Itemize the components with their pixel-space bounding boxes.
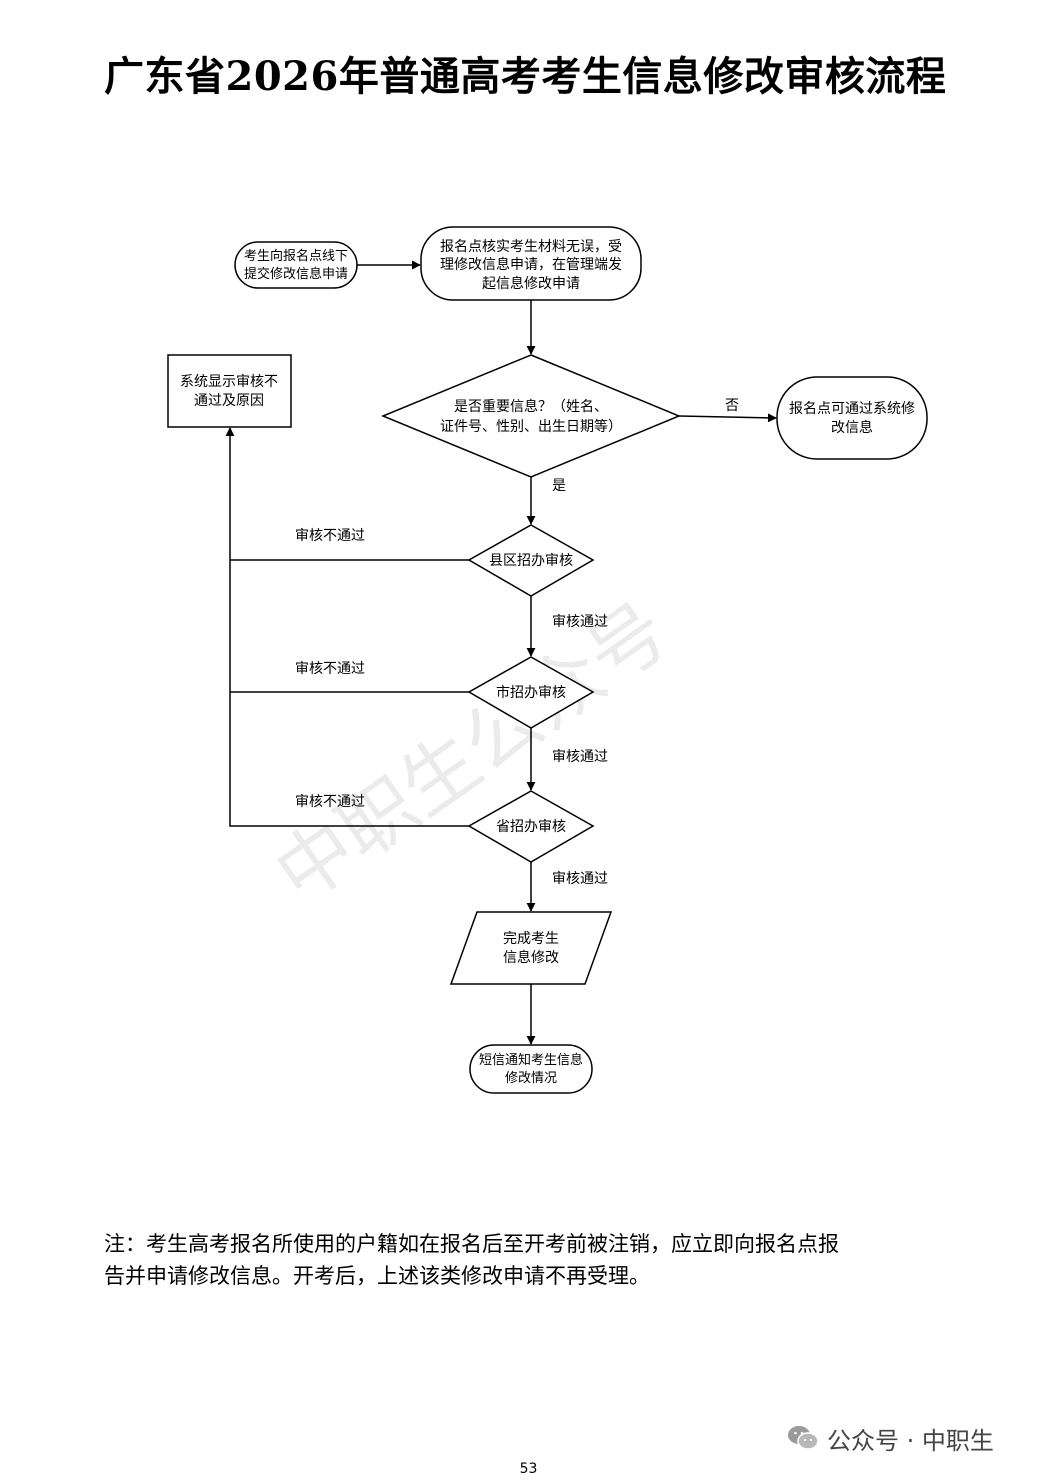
edge-decision-to-modify: [678, 413, 777, 423]
node-modify-via-system-line-1: 报名点可通过系统修: [789, 401, 915, 417]
node-verify-materials-line-2: 理修改信息申请，在管理端发: [440, 256, 622, 273]
edge-label-no: 否: [725, 398, 739, 414]
node-verify-materials-line-1: 报名点核实考生材料无误，受: [440, 239, 622, 255]
node-decision-line-2: 证件号、性别、出生日期等）: [440, 418, 622, 435]
node-submit-request-line-2: 提交修改信息申请: [244, 266, 348, 282]
node-complete-line-2: 信息修改: [503, 949, 559, 966]
wechat-icon: [788, 1426, 819, 1450]
node-submit-request: 考生向报名点线下 提交修改信息申请: [234, 241, 358, 289]
node-county-review: 县区招办审核: [467, 524, 595, 597]
node-important-info-decision: 是否重要信息？（姓名、 证件号、性别、出生日期等）: [381, 354, 681, 478]
wechat-account-badge[interactable]: 公众号 · 中职生: [787, 1420, 994, 1456]
node-sms-notify-line-1: 短信通知考生信息: [479, 1052, 583, 1068]
node-county-review-label: 县区招办审核: [489, 553, 573, 569]
edge-label-province-pass: 审核通过: [552, 871, 608, 887]
node-reject-display: 系统显示审核不 通过及原因: [167, 354, 292, 428]
node-complete-modification: 完成考生 信息修改: [449, 911, 613, 985]
edge-label-city-pass: 审核通过: [552, 749, 608, 765]
node-verify-materials-line-3: 起信息修改申请: [482, 275, 580, 292]
node-sms-notify: 短信通知考生信息 修改情况: [469, 1044, 593, 1094]
footnote: 注：考生高考报名所使用的户籍如在报名后至开考前被注销，应立即向报名点报 告并申请…: [104, 1228, 944, 1292]
edge-province-reject: [225, 427, 469, 827]
node-verify-materials: 报名点核实考生材料无误，受 理修改信息申请，在管理端发 起信息修改申请: [420, 226, 642, 301]
node-modify-via-system: 报名点可通过系统修 改信息: [776, 376, 928, 460]
edge-label-county-fail: 审核不通过: [295, 528, 365, 544]
edge-label-province-fail: 审核不通过: [295, 794, 365, 810]
footnote-line-2: 告并申请修改信息。开考后，上述该类修改申请不再受理。: [104, 1264, 650, 1288]
edge-label-county-pass: 审核通过: [552, 614, 608, 630]
edge-label-yes: 是: [552, 478, 566, 494]
page-number: 53: [519, 1461, 538, 1477]
page-title: 广东省2026年普通高考考生信息修改审核流程: [104, 53, 947, 100]
footnote-line-1: 注：考生高考报名所使用的户籍如在报名后至开考前被注销，应立即向报名点报: [104, 1232, 839, 1256]
node-province-review: 省招办审核: [467, 790, 595, 863]
node-sms-notify-line-2: 修改情况: [505, 1071, 557, 1086]
node-reject-display-line-1: 系统显示审核不: [180, 374, 278, 390]
node-province-review-label: 省招办审核: [496, 819, 566, 835]
node-complete-line-1: 完成考生: [503, 931, 559, 947]
node-modify-via-system-line-2: 改信息: [831, 419, 873, 436]
node-reject-display-line-2: 通过及原因: [194, 393, 264, 409]
wechat-account-label: 公众号 · 中职生: [827, 1426, 994, 1455]
edge-label-city-fail: 审核不通过: [295, 661, 365, 677]
node-city-review-label: 市招办审核: [496, 684, 566, 701]
node-city-review: 市招办审核: [467, 656, 595, 729]
watermark: 中职生公众号: [259, 585, 684, 919]
node-decision-line-1: 是否重要信息？（姓名、: [454, 398, 608, 415]
node-submit-request-line-1: 考生向报名点线下: [244, 248, 348, 264]
